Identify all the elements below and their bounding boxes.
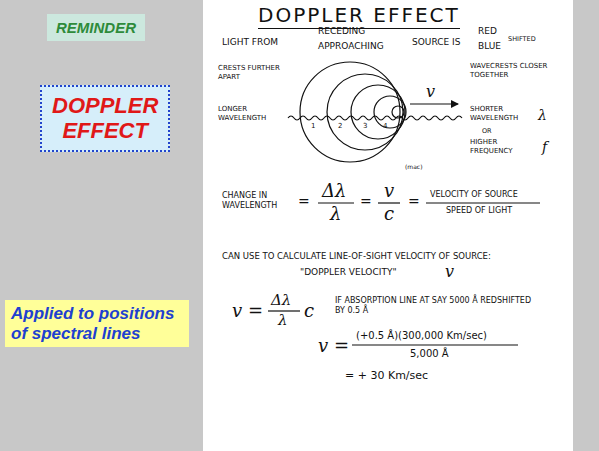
topic-box: DOPPLER EFFECT [40, 85, 170, 152]
note-text: RED [478, 27, 497, 36]
side-note: OR [482, 128, 492, 135]
wave-crest [351, 85, 405, 139]
equation-text: = + 30 Km/sec [345, 370, 428, 381]
box-text: Applied to positions of spectral lines [11, 304, 183, 343]
wave-crest [327, 74, 403, 150]
side-note: CRESTS FURTHER APART [218, 64, 284, 82]
box-text: REMINDER [56, 19, 136, 36]
symbol: v [445, 264, 454, 280]
reminder-box: REMINDER [47, 14, 145, 41]
slide-title: DOPPLER EFFECT [258, 5, 460, 29]
note-text: "DOPPLER VELOCITY" [300, 268, 397, 277]
symbol: λ [330, 205, 341, 223]
symbol: Δλ [271, 293, 291, 308]
note-text: BLUE [478, 42, 501, 51]
fraction-bar [268, 310, 300, 311]
symbol: λ [538, 108, 547, 122]
wave-crest [374, 96, 406, 128]
fraction-bar [426, 202, 540, 203]
callout-number: 4 [383, 123, 387, 130]
equation-text: SPEED OF LIGHT [446, 207, 512, 215]
callout-number: 1 [311, 123, 315, 130]
symbol: v [426, 84, 435, 100]
note-box: Applied to positions of spectral lines [5, 300, 189, 347]
equals-sign: = [298, 194, 310, 208]
callout-number: 3 [363, 123, 367, 130]
note-text: LIGHT FROM [222, 38, 278, 47]
note-text: IF ABSORPTION LINE AT SAY 5000 Å REDSHIF… [335, 296, 535, 316]
equation-text: VELOCITY OF SOURCE [430, 191, 518, 199]
equation-text: v = [232, 302, 263, 320]
equals-sign: = [360, 194, 372, 208]
equation-text: CHANGE IN WAVELENGTH [222, 191, 284, 211]
note-text: RECEDING [318, 27, 365, 36]
symbol: c [304, 302, 314, 320]
equation-text: v = [318, 337, 349, 355]
wave-line [288, 116, 462, 120]
note-text: SHIFTED [508, 36, 536, 43]
symbol: c [384, 205, 394, 223]
note-text: APPROACHING [318, 42, 384, 51]
slide-panel [203, 0, 573, 451]
equals-sign: = [408, 194, 420, 208]
side-note: LONGER WAVELENGTH [218, 105, 280, 123]
callout-number: 2 [338, 123, 342, 130]
side-note: SHORTER WAVELENGTH [470, 105, 532, 123]
equation-text: (+0.5 Å)(300,000 Km/sec) [356, 331, 487, 341]
symbol: λ [278, 313, 288, 328]
note-text: CAN USE TO CALCULATE LINE-OF-SIGHT VELOC… [222, 252, 491, 261]
symbol: v [384, 182, 394, 200]
note-text: SOURCE IS [412, 38, 460, 47]
box-text: DOPPLER EFFECT [52, 93, 158, 144]
side-note: WAVECRESTS CLOSER TOGETHER [470, 62, 548, 80]
fraction-bar [378, 202, 400, 203]
symbol: Δλ [322, 182, 346, 200]
credit: (mac) [405, 164, 423, 170]
equation-text: 5,000 Å [410, 349, 449, 359]
fraction-bar [318, 202, 354, 203]
fraction-bar [352, 344, 518, 345]
velocity-arrow [410, 103, 458, 104]
symbol: f [542, 140, 547, 154]
side-note: HIGHER FREQUENCY [470, 138, 540, 156]
